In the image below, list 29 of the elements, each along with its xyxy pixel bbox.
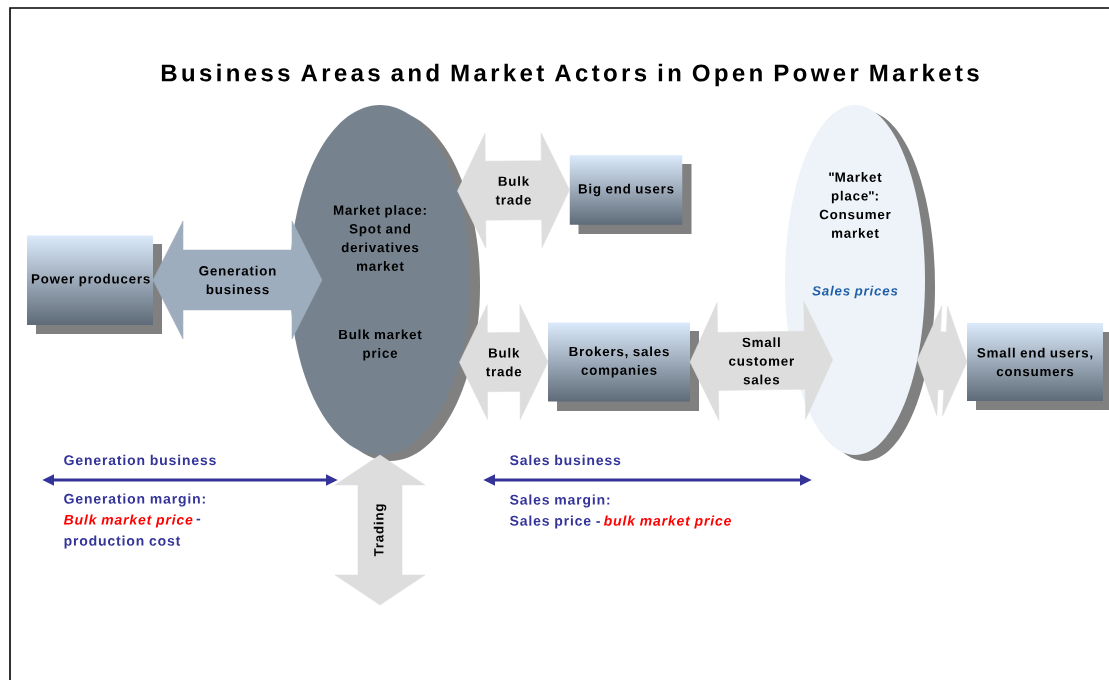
note-text: bulk market price [603,515,731,529]
title: Business Areas and Market Actors in Open Power Markets [161,63,979,87]
ellipse-text: Market place: Spot and derivatives market [333,205,426,271]
edge-label: Trading [373,504,387,557]
actor-box: Brokers, sales companies [548,322,699,411]
note-text: - [196,518,201,521]
double-arrow [152,220,323,340]
note-text: Bulk market price [63,514,193,528]
double-arrow [334,454,426,606]
double-arrow [917,305,968,417]
actor-box: Power producers [27,235,162,334]
note-text: Sales price - [510,515,600,529]
note-text: Generation margin: [64,493,205,507]
double-arrow [459,304,549,420]
actor-box: Small end users, consumers [967,323,1109,410]
note-text: Generation business [64,454,216,466]
actor-box: Big end users [569,155,692,234]
double-arrow [457,132,570,249]
note-text: Sales margin: [510,494,610,508]
double-arrow [689,300,833,421]
edge-label: Bulk trade [495,176,531,205]
ellipse-text: "Market place": Consumer market [819,172,891,238]
edge-label: Generation business [199,265,276,295]
note-text: production cost [64,535,181,549]
edge-label: Bulk trade [486,347,522,377]
ellipse-text: Sales prices [812,285,898,299]
edge-label: Small customer sales [729,337,794,385]
note-text: Sales business [510,454,621,466]
ellipse-text: Bulk market price [339,329,422,361]
